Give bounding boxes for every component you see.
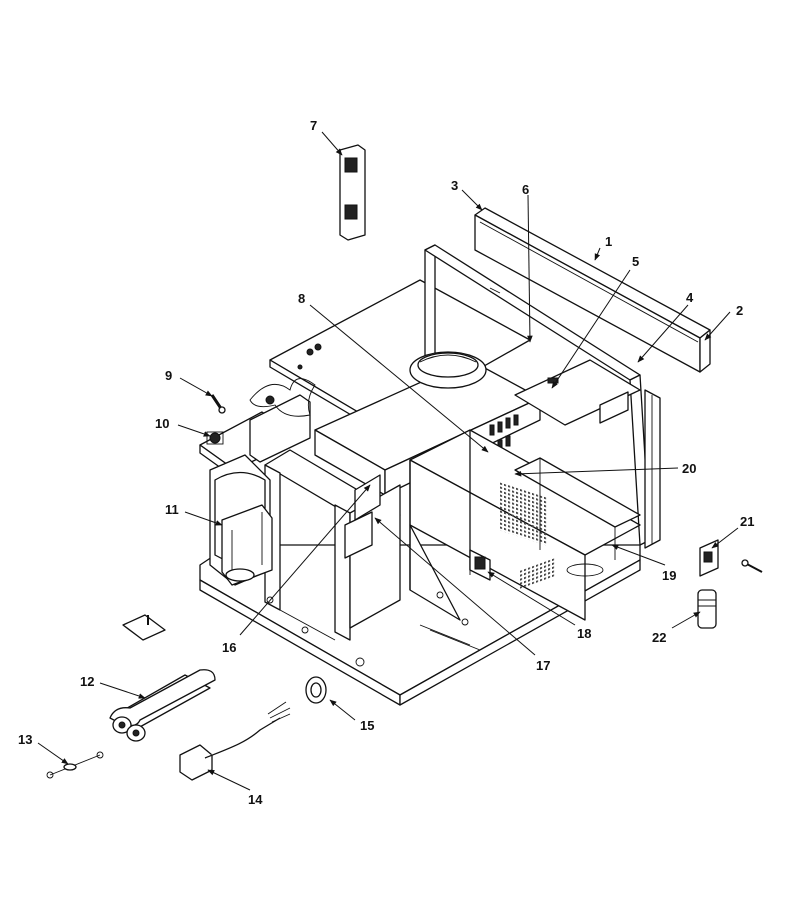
part-12-clip xyxy=(122,614,166,641)
leader-lines xyxy=(37,131,739,791)
callout-13: 13 xyxy=(18,732,32,747)
oven-cavity xyxy=(409,429,641,626)
part-21-switch xyxy=(699,539,763,577)
part-13-diode xyxy=(46,751,104,779)
control-board xyxy=(489,359,641,451)
callout-16: 16 xyxy=(222,640,236,655)
side-bracket xyxy=(264,449,401,641)
part-10-thermostat xyxy=(206,431,224,445)
callout-9: 9 xyxy=(165,368,172,383)
callout-11: 11 xyxy=(165,502,179,517)
callout-1: 1 xyxy=(605,234,612,249)
callout-21: 21 xyxy=(740,514,754,529)
part-12-capacitor xyxy=(109,669,216,742)
fan-motor xyxy=(249,378,316,463)
callout-5: 5 xyxy=(632,254,639,269)
callout-22: 22 xyxy=(652,630,666,645)
callout-15: 15 xyxy=(360,718,374,733)
callout-6: 6 xyxy=(522,182,529,197)
part-14-power-cord xyxy=(179,701,291,781)
callout-2: 2 xyxy=(736,303,743,318)
callout-labels: 1 2 3 4 5 6 7 8 9 10 11 12 13 14 15 16 1… xyxy=(18,118,754,807)
callout-7: 7 xyxy=(310,118,317,133)
part-7-bracket xyxy=(339,144,366,241)
callout-14: 14 xyxy=(248,792,263,807)
callout-18: 18 xyxy=(577,626,591,641)
board-connectors xyxy=(489,414,519,451)
part-9-screw xyxy=(210,394,226,414)
stirrer-cover xyxy=(409,351,487,389)
part-15-grommet xyxy=(305,676,327,704)
callout-10: 10 xyxy=(155,416,169,431)
callout-4: 4 xyxy=(686,290,694,305)
callout-19: 19 xyxy=(662,568,676,583)
callout-20: 20 xyxy=(682,461,696,476)
cavity-interior xyxy=(514,457,641,577)
callout-17: 17 xyxy=(536,658,550,673)
callout-3: 3 xyxy=(451,178,458,193)
part-22-fuse-holder xyxy=(697,589,717,629)
callout-8: 8 xyxy=(298,291,305,306)
callout-12: 12 xyxy=(80,674,94,689)
